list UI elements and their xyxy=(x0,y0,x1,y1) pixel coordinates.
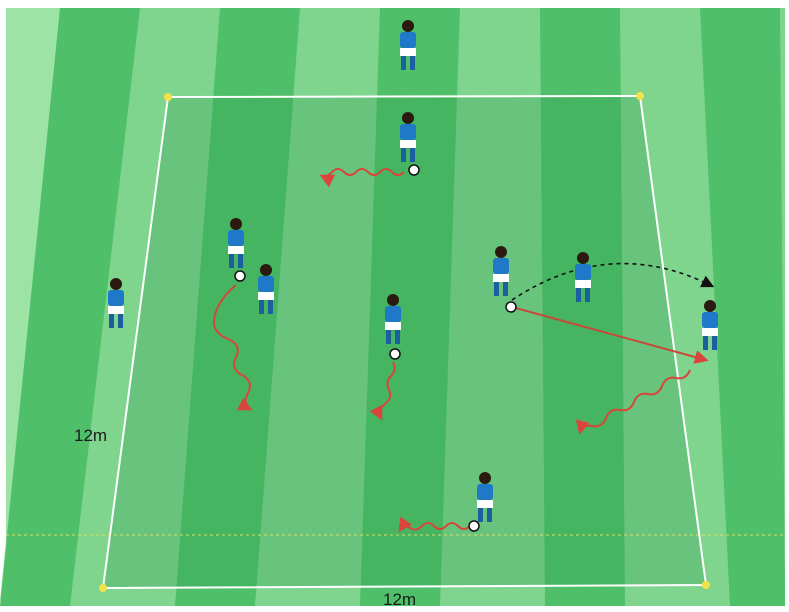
cone-icon xyxy=(99,584,107,592)
cone-icon xyxy=(702,581,710,589)
ball-icon xyxy=(409,165,419,175)
side-length-label: 12m xyxy=(74,426,107,446)
bottom-length-label: 12m xyxy=(383,590,416,610)
ball-icon xyxy=(506,302,516,312)
ball-icon xyxy=(390,349,400,359)
ball-icon xyxy=(235,271,245,281)
ball-icon xyxy=(469,521,479,531)
cone-icon xyxy=(636,92,644,100)
cone-icon xyxy=(164,93,172,101)
training-area xyxy=(103,96,706,588)
